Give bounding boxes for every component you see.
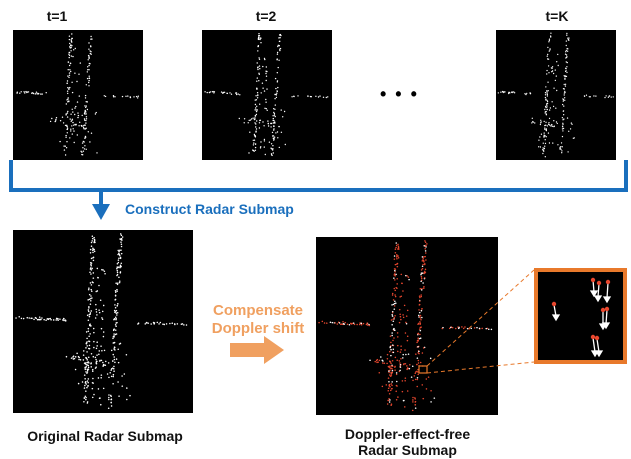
frame-label-t1: t=1 — [46, 8, 68, 24]
radar-scan-tk — [496, 30, 616, 160]
original-radar-submap — [13, 230, 193, 413]
frame-label-t2: t=2 — [255, 8, 277, 24]
radar-scan-t1 — [13, 30, 143, 160]
doppler-free-radar-submap — [316, 237, 498, 415]
zoom-source-box — [418, 365, 428, 374]
construct-label: Construct Radar Submap — [125, 201, 294, 217]
compensate-label-line1: Compensate — [212, 302, 304, 319]
frame-label-tk: t=K — [545, 8, 569, 24]
result-caption-line2: Radar Submap — [358, 442, 457, 458]
zoom-inset-view — [538, 272, 623, 360]
radar-scan-t2 — [202, 30, 332, 160]
original-caption: Original Radar Submap — [27, 428, 183, 444]
compensate-label-line2: Doppler shift — [211, 320, 305, 337]
compensate-label: Compensate Doppler shift — [200, 302, 316, 338]
down-arrow-icon — [92, 204, 110, 220]
ellipsis: • • • — [380, 84, 419, 104]
zoom-inset — [534, 268, 627, 364]
compensate-arrow-icon — [230, 336, 284, 364]
result-caption: Doppler-effect-free Radar Submap — [300, 426, 515, 458]
construct-bracket — [9, 160, 628, 220]
result-caption-line1: Doppler-effect-free — [344, 426, 471, 442]
